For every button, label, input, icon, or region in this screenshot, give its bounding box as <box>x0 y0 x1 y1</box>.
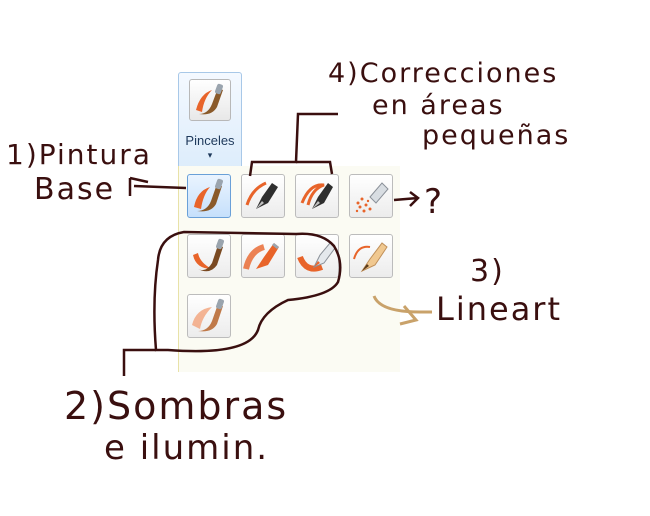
annotation-4-line3: pequeñas <box>422 120 571 151</box>
brush-icon <box>189 79 231 121</box>
brushes-label: Pinceles <box>185 133 235 148</box>
annotation-2-title: 2)Sombras <box>64 384 289 428</box>
brush-option-airbrush[interactable] <box>349 174 393 218</box>
brush-option-marker[interactable] <box>295 234 339 278</box>
watercolor-brush-icon <box>192 298 224 332</box>
brushes-button[interactable]: Pinceles ▾ <box>178 72 242 172</box>
annotation-1-subtitle: Base <box>34 172 116 207</box>
marker-icon <box>297 242 336 272</box>
chevron-down-icon: ▾ <box>207 151 213 161</box>
annotation-4-title: 4)Correcciones <box>328 58 559 89</box>
natural-pencil-icon <box>353 242 388 273</box>
brush-option-brush[interactable] <box>187 174 231 218</box>
brush-option-crayon[interactable] <box>241 234 285 278</box>
oil-brush-icon <box>193 238 224 272</box>
calligraphy-pen-icon <box>245 181 278 209</box>
calligraphy-pen-2-icon <box>300 183 333 209</box>
arrow-head-lineart <box>399 305 419 326</box>
annotation-2-subtitle: e ilumin. <box>104 428 270 468</box>
brush-option-oil-brush[interactable] <box>187 234 231 278</box>
leader-shadows <box>122 348 156 376</box>
annotation-1-title: 1)Pintura <box>6 138 152 171</box>
brush-icon <box>194 178 223 212</box>
annotation-question: ? <box>424 182 445 222</box>
brush-option-calligraphy-1[interactable] <box>241 174 285 218</box>
crayon-icon <box>243 243 279 270</box>
brush-option-watercolor-brush[interactable] <box>187 294 231 338</box>
brushes-dropdown-panel <box>178 166 400 372</box>
brush-option-calligraphy-2[interactable] <box>295 174 339 218</box>
airbrush-icon <box>355 182 389 213</box>
brush-option-natural-pencil[interactable] <box>349 234 393 278</box>
annotation-4-line2: en áreas <box>372 90 505 121</box>
arrow-head-pintura <box>128 176 149 196</box>
annotation-3-number: 3) <box>470 254 505 289</box>
annotation-3-label: Lineart <box>436 290 562 328</box>
